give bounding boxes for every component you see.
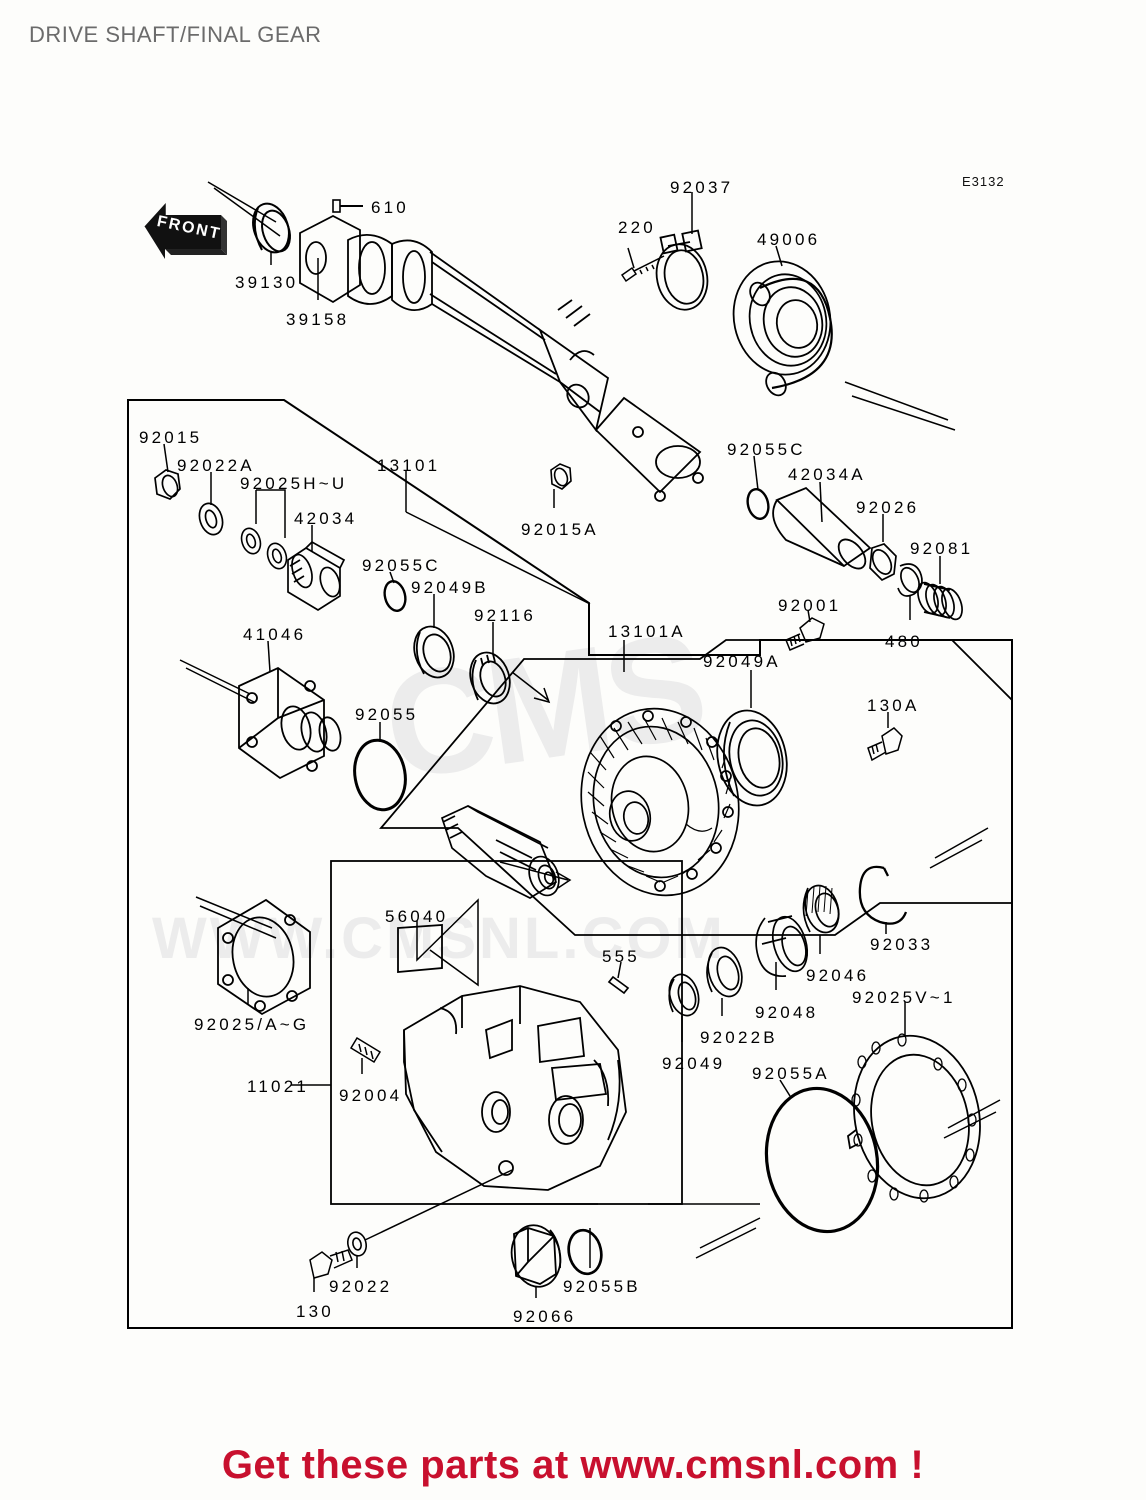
part-number-label: 130A <box>867 696 920 715</box>
part-number-label: 92048 <box>755 1003 819 1022</box>
part-number-label: 92055 <box>355 705 419 724</box>
part-number-label: 555 <box>602 947 640 966</box>
part-92004 <box>349 1036 382 1064</box>
part-number-label: 56040 <box>385 907 449 926</box>
page-title: DRIVE SHAFT/FINAL GEAR <box>29 22 322 47</box>
part-130 <box>309 1249 353 1279</box>
part-number-label: 92049 <box>662 1054 726 1073</box>
part-number-label: 92026 <box>856 498 920 517</box>
part-number-label: 92066 <box>513 1307 577 1326</box>
part-number-label: 92004 <box>339 1086 403 1105</box>
part-number-label: 92025H~U <box>240 474 348 493</box>
part-number-label: 92022A <box>177 456 255 475</box>
part-number-label: 92081 <box>910 539 974 558</box>
part-number-label: 49006 <box>757 230 821 249</box>
part-number-label: 11021 <box>247 1077 310 1096</box>
part-number-label: 92015A <box>521 520 599 539</box>
front-direction-marker: FRONT <box>143 193 229 273</box>
part-number-label: 92015 <box>139 428 203 447</box>
part-11021 <box>403 985 627 1191</box>
part-92081 <box>917 581 963 621</box>
diagram-code: E3132 <box>962 174 1005 189</box>
part-41046 <box>238 666 342 780</box>
part-92055B <box>567 1228 603 1276</box>
part-92022A <box>198 502 224 536</box>
part-13101A-pinion <box>440 805 560 899</box>
part-92049A <box>716 709 788 807</box>
part-number-label: 92022B <box>700 1028 778 1047</box>
part-92046 <box>802 884 840 934</box>
part-number-label: 92116 <box>474 606 537 625</box>
part-92055C-right <box>746 488 770 520</box>
part-number-label: 92025V~1 <box>852 988 956 1007</box>
part-number-label: 92046 <box>806 966 870 985</box>
part-92055A <box>764 1086 880 1234</box>
part-number-label: 130 <box>296 1302 334 1321</box>
part-number-label: 92049A <box>703 652 781 671</box>
part-number-label: 92022 <box>329 1277 393 1296</box>
part-92015A <box>550 463 572 490</box>
part-92049 <box>668 973 700 1017</box>
part-610 <box>332 199 363 213</box>
part-number-label: 42034A <box>788 465 866 484</box>
part-number-label: 92055C <box>727 440 806 459</box>
part-92025V-1 <box>847 1033 981 1203</box>
part-480 <box>897 563 923 597</box>
part-number-label: 42034 <box>294 509 358 528</box>
part-92022 <box>346 1231 368 1257</box>
part-number-label: 480 <box>885 632 923 651</box>
part-92033 <box>858 865 908 925</box>
part-number-label: 39130 <box>235 273 299 292</box>
part-number-label: 92049B <box>411 578 489 597</box>
part-49006 <box>732 260 833 397</box>
part-92055C-left <box>383 580 407 612</box>
part-555 <box>607 975 630 995</box>
part-92048 <box>755 915 809 977</box>
part-39130 <box>252 202 291 254</box>
footer-cta: Get these parts at www.cmsnl.com ! <box>221 1443 925 1487</box>
part-number-label: 220 <box>618 218 656 237</box>
part-number-label: 92055B <box>563 1277 641 1296</box>
part-92001 <box>785 617 825 651</box>
part-130A <box>867 727 903 762</box>
part-number-label: 13101 <box>377 456 441 475</box>
part-42034 <box>287 540 346 611</box>
part-number-label: 13101A <box>608 622 686 641</box>
part-number-label: 92055C <box>362 556 441 575</box>
part-92026 <box>869 543 897 582</box>
part-number-label: 92037 <box>670 178 734 197</box>
part-92025H-U <box>240 527 288 570</box>
part-number-label: 41046 <box>243 625 307 644</box>
part-92037 <box>655 229 709 311</box>
part-number-label: 92033 <box>870 935 934 954</box>
part-number-label: 92055A <box>752 1064 830 1083</box>
part-number-label: 39158 <box>286 310 350 329</box>
part-number-label: 610 <box>371 198 409 217</box>
part-92066 <box>510 1224 562 1288</box>
part-number-label: 92025/A~G <box>194 1015 310 1034</box>
part-39158-shaft <box>299 214 704 502</box>
part-220 <box>620 255 665 283</box>
part-number-label: 92001 <box>778 596 842 615</box>
